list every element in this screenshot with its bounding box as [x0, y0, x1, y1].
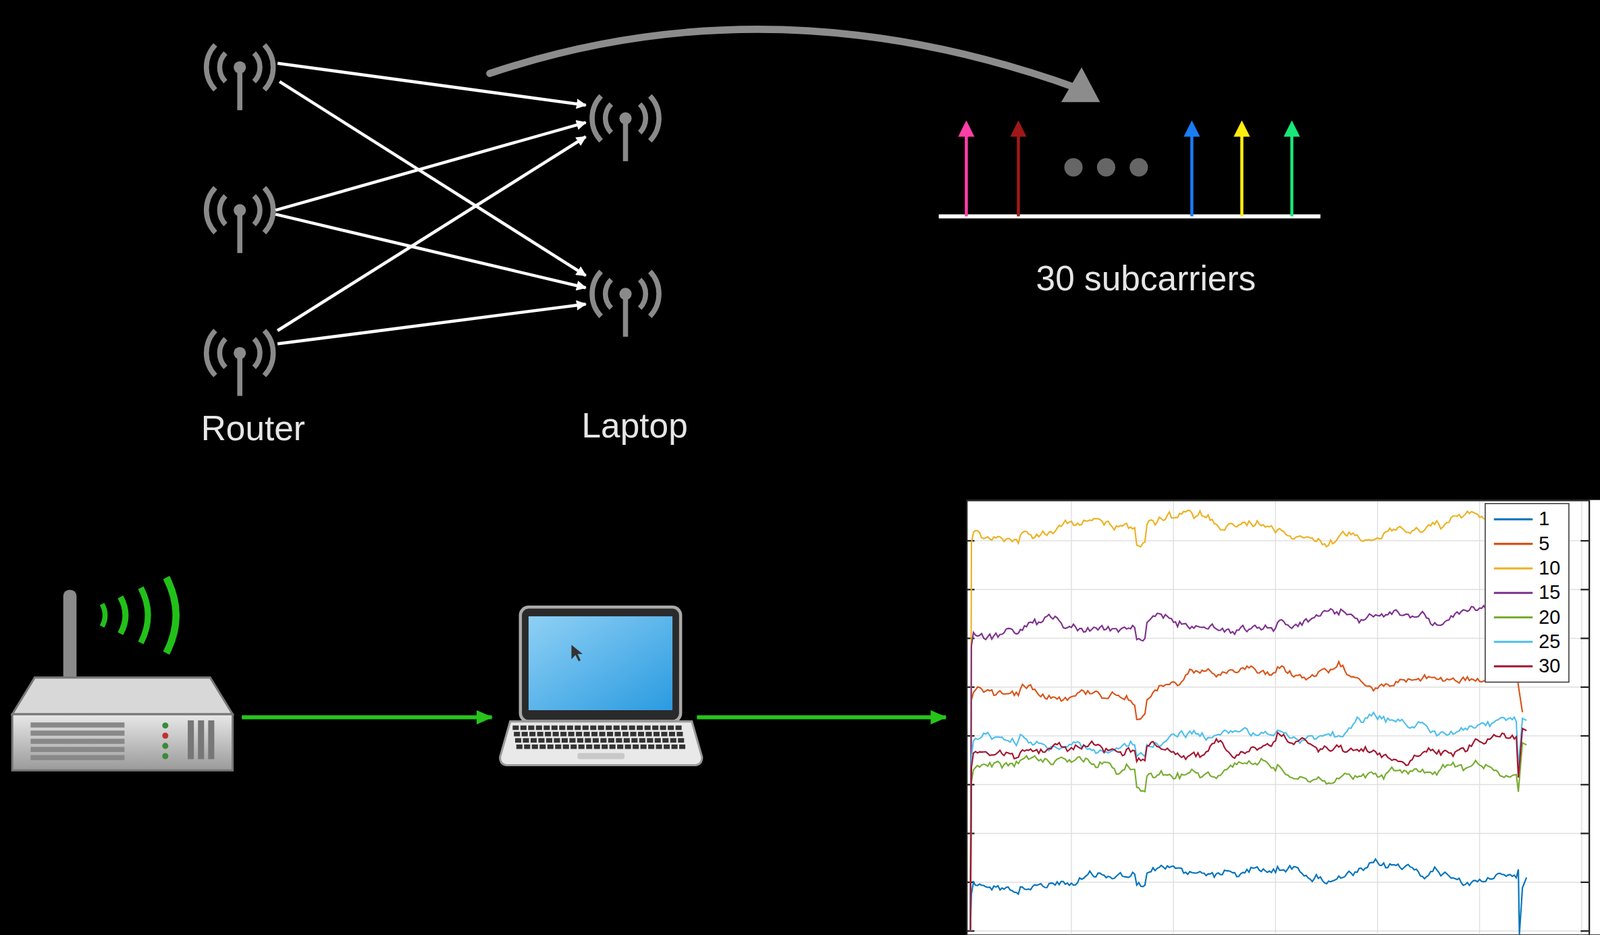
router-label: Router	[201, 408, 306, 449]
legend-line-sample	[1491, 560, 1535, 577]
legend-line-sample	[1491, 584, 1535, 601]
legend-text: 5	[1538, 532, 1550, 555]
legend-text: 30	[1538, 654, 1561, 678]
legend-text: 25	[1538, 630, 1561, 653]
legend-text: 1	[1538, 508, 1550, 531]
subcarrier-spectrum	[939, 120, 1321, 217]
legend-row: 10	[1491, 556, 1561, 581]
csi-chart	[966, 500, 1600, 935]
router-antennas	[206, 45, 274, 397]
legend-line-sample	[1491, 608, 1535, 626]
chart-legend: 151015202530	[1484, 502, 1570, 683]
legend-text: 15	[1538, 581, 1561, 605]
legend-line-sample	[1491, 511, 1535, 528]
legend-row: 1	[1491, 507, 1561, 532]
legend-text: 20	[1538, 606, 1561, 629]
legend-text: 10	[1538, 556, 1561, 580]
subcarrier-label: 30 subcarriers	[1036, 258, 1257, 299]
legend-row: 15	[1491, 580, 1561, 605]
legend-line-sample	[1491, 536, 1535, 553]
mimo-links	[275, 63, 586, 345]
laptop-icon	[500, 606, 703, 765]
legend-line-sample	[1491, 658, 1535, 675]
laptop-label: Laptop	[581, 405, 688, 446]
laptop-antennas	[592, 95, 659, 337]
router-icon	[12, 577, 233, 771]
flow-arrow	[696, 715, 946, 720]
curved-arrow	[490, 29, 1101, 102]
legend-row: 25	[1491, 629, 1561, 655]
legend-line-sample	[1491, 633, 1535, 651]
flow-arrow	[241, 715, 492, 720]
legend-row: 30	[1491, 654, 1561, 679]
legend-row: 5	[1491, 531, 1561, 556]
legend-row: 20	[1491, 604, 1561, 630]
